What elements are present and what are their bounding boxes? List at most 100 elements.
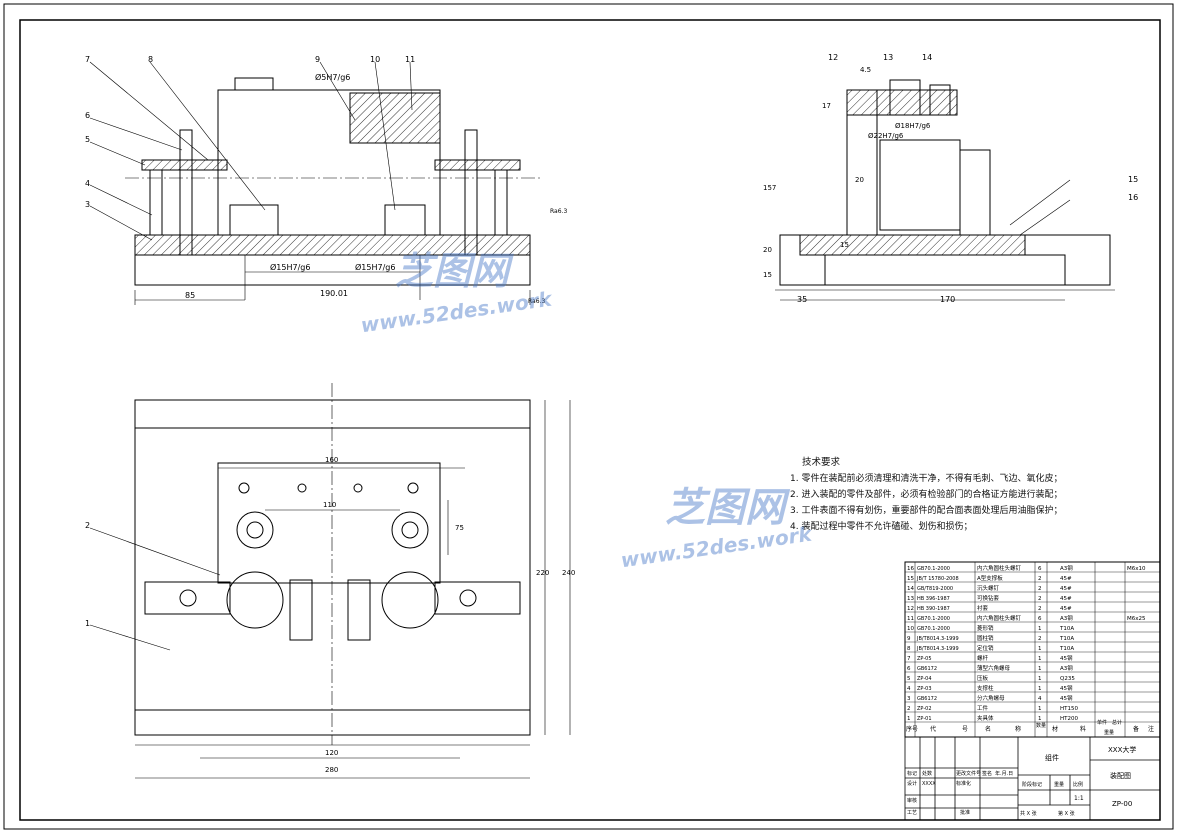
drawing-name: 装配图 [1110,771,1131,780]
bom-cell-code: GB6172 [917,696,937,702]
bom-cell-qty: 4 [1038,696,1042,702]
dimension-label: 190.01 [320,289,348,298]
note-item: 1. 零件在装配前必须清理和清洗干净，不得有毛刺、飞边、氧化皮； [790,474,1063,484]
balloon-8: 8 [148,55,153,64]
bom-cell-note: M6x10 [1127,566,1146,572]
bom-cell-note: M6x25 [1127,616,1146,622]
balloon-16: 16 [1128,193,1138,202]
bom-cell-mat: T10A [1059,646,1074,652]
bom-cell-mat: A3钢 [1060,614,1073,622]
bom-header-material: 材 [1052,725,1058,733]
bom-cell-name: 衬套 [977,604,989,612]
dimension-label: 20 [855,176,864,184]
tb-label: 处数 [922,770,932,777]
dimension-label: 280 [325,766,338,774]
dimension-label: 15 [840,241,849,249]
bom-header-weight: 重量 [1104,729,1114,736]
bom-header-total: 总计 [1112,719,1122,726]
bom-header-name: 名 [985,725,991,733]
tb-label: 年.月.日 [995,770,1013,777]
dimension-label: 20 [763,246,772,254]
bom-cell-mat: Q235 [1060,676,1075,682]
dimension-label: 15 [763,271,772,279]
bom-cell-code: ZP-01 [917,716,932,722]
bom-cell-qty: 1 [1038,686,1042,692]
bom-header-code: 代 [930,725,936,733]
fit-label: Ø22H7/g6 [868,132,904,140]
note-item: 3. 工件表面不得有划伤，重要部件的配合面表面处理后用油脂保护； [790,506,1063,516]
balloon-11: 11 [405,55,415,64]
dimension-label: 120 [325,749,338,757]
balloon-7: 7 [85,55,90,64]
dimension-label: 110 [323,501,336,509]
bom-cell-code: GB6172 [917,666,937,672]
bom-cell-code: GB70.1-2000 [917,616,950,622]
bom-cell-mat: 45# [1060,596,1072,602]
bom-cell-name: 薄型六角螺母 [977,664,1011,672]
bom-cell-mat: 45钢 [1060,654,1073,662]
fit-label: Ø5H7/g6 [315,72,350,82]
bom-header-note: 备 [1133,725,1139,733]
bom-cell-mat: HT200 [1060,716,1078,722]
bom-cell-code: GB70.1-2000 [917,626,950,632]
bom-cell-no: 10 [907,626,914,632]
bom-cell-mat: 45钢 [1060,694,1073,702]
bom-header-unit: 单件 [1097,719,1107,726]
bom-cell-mat: T10A [1059,636,1074,642]
bom-cell-no: 1 [907,716,911,722]
bom-cell-no: 6 [907,666,911,672]
balloon-1: 1 [85,619,90,628]
bom-cell-code: HB 390-1987 [917,606,950,612]
bom-cell-mat: T10A [1059,626,1074,632]
notes-title: 技术要求 [802,457,841,468]
tb-label: 标记 [907,770,917,777]
tb-label: XXXX [922,781,936,787]
balloon-5: 5 [85,135,90,144]
fit-label: Ø15H7/g6 [270,262,310,272]
dimension-label: 35 [797,295,807,304]
bom-header-code: 号 [962,726,968,733]
bom-cell-name: 圆柱销 [977,634,994,642]
bom-cell-mat: A3钢 [1060,664,1073,672]
dimension-label: 4.5 [860,66,871,74]
balloon-10: 10 [370,55,380,64]
bom-cell-no: 15 [907,576,914,582]
tb-label: 阶段标记 [1022,781,1042,788]
bom-header-material: 料 [1080,725,1086,733]
bom-cell-code: JB/T8014.3-1999 [916,646,959,652]
bom-cell-no: 11 [907,616,914,622]
bom-cell-no: 7 [907,656,911,662]
balloon-2: 2 [85,521,90,530]
bom-header-name: 称 [1015,725,1021,733]
bom-cell-name: 压板 [977,674,989,682]
school-name: XXX大学 [1108,745,1136,754]
bom-cell-qty: 6 [1038,566,1042,572]
roughness-label: Ra6.3 [528,298,545,305]
bom-cell-no: 12 [907,606,914,612]
bom-cell-mat: 45# [1060,606,1072,612]
balloon-12: 12 [828,53,838,62]
balloon-14: 14 [922,53,932,62]
top-view [89,383,571,779]
bom-cell-name: 沉头螺钉 [977,584,1000,592]
dimension-label: 85 [185,291,195,300]
fit-label: Ø18H7/g6 [895,122,931,130]
bom-header-note: 注 [1148,725,1154,733]
bom-cell-qty: 2 [1038,576,1042,582]
bom-cell-qty: 2 [1038,606,1042,612]
drawing-code: ZP-00 [1112,800,1132,808]
bom-cell-no: 14 [907,586,914,592]
bom-cell-qty: 2 [1038,596,1042,602]
note-item: 2. 进入装配的零件及部件，必须有检验部门的合格证方能进行装配； [790,490,1063,500]
bom-cell-qty: 1 [1038,646,1042,652]
dimension-label: 75 [455,524,464,532]
bom-cell-no: 5 [907,676,911,682]
bom-cell-mat: A3钢 [1060,564,1073,572]
bom-cell-code: ZP-02 [917,706,932,712]
bom-cell-qty: 1 [1038,706,1042,712]
tb-label: 审核 [907,797,917,804]
bom-cell-no: 9 [907,636,911,642]
tb-label: 更改文件号 [956,770,981,777]
bom-cell-qty: 1 [1038,666,1042,672]
bom-cell-code: GB70.1-2000 [917,566,950,572]
